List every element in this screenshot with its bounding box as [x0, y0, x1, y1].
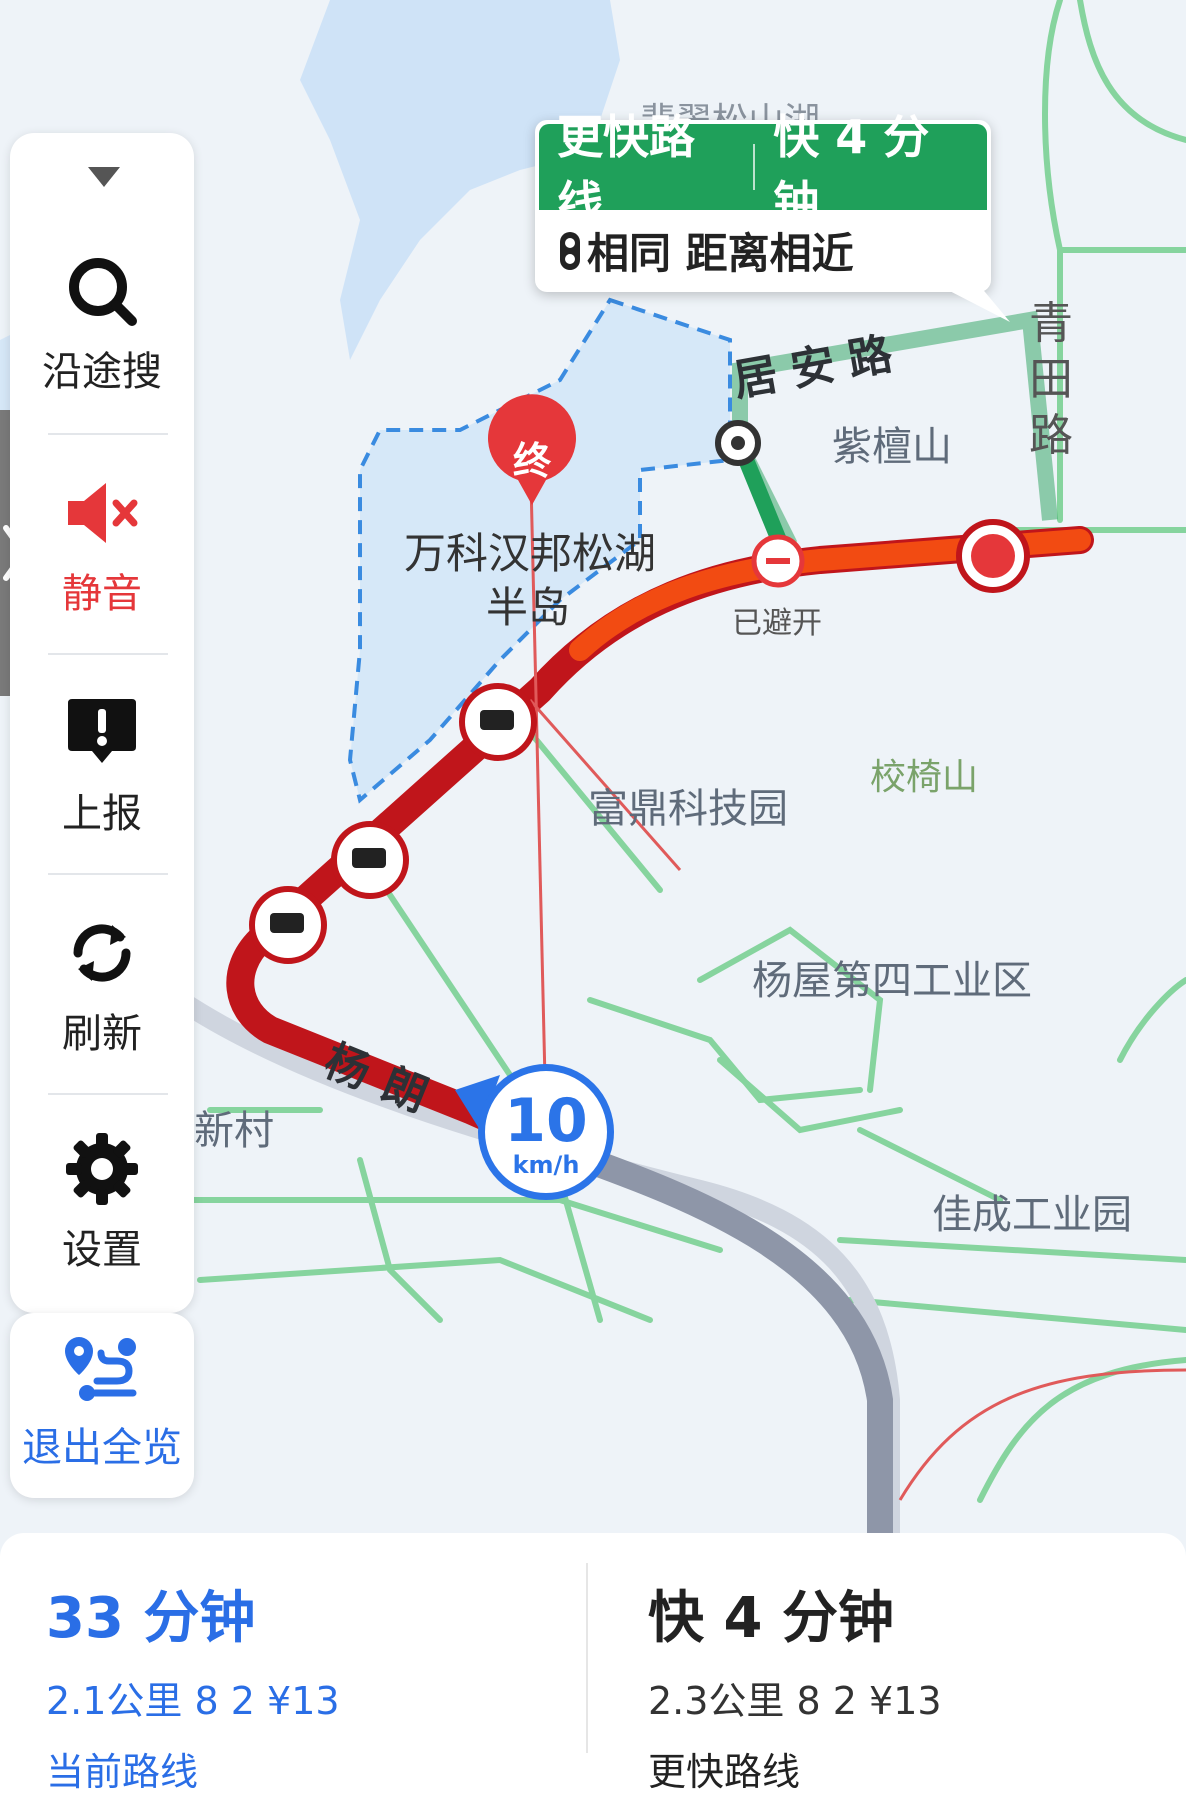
callout-separator	[753, 144, 756, 190]
route-option-faster[interactable]: 快 4 分钟 2.3公里 8 2 ¥13 更快路线	[648, 1573, 942, 1796]
lake-water	[300, 0, 620, 360]
route-tag: 更快路线	[648, 1750, 801, 1794]
toolbar-divider	[48, 873, 168, 875]
toolbar-divider	[48, 433, 168, 435]
route-tag: 当前路线	[46, 1750, 199, 1794]
refresh-icon	[73, 924, 131, 982]
traffic-light-icon	[560, 231, 580, 270]
toolbar-divider	[48, 1093, 168, 1095]
destination-pin	[488, 394, 577, 505]
route-meta: 2.1公里 8 2 ¥13	[46, 1679, 340, 1723]
map-label-xincun: 新村	[194, 1108, 274, 1154]
report-label: 上报	[62, 791, 142, 837]
search-along-route-button[interactable]: 沿途搜	[10, 251, 194, 469]
collapse-triangle-icon[interactable]	[88, 167, 120, 189]
destination-area	[347, 297, 732, 804]
map-label-avoided: 已避开	[732, 606, 822, 641]
map-label-jiacheng: 佳成工业园	[932, 1192, 1132, 1238]
toolbar-divider	[48, 653, 168, 655]
settings-label: 设置	[62, 1227, 142, 1273]
search-along-route-label: 沿途搜	[42, 349, 162, 395]
heading-arrow	[455, 1075, 500, 1130]
map-label-road-qingtian-text: 青田路	[1029, 298, 1073, 461]
speed-unit: km/h	[512, 1151, 580, 1179]
speed-indicator: 10 km/h	[478, 1064, 614, 1200]
side-toolbar: 沿途搜 静音 上报 刷新	[10, 133, 194, 1313]
route-passed	[555, 1137, 893, 1533]
callout-saving: 快 4 分钟	[773, 110, 930, 230]
gear-icon	[66, 1133, 138, 1205]
callout-pointer	[940, 286, 1010, 322]
map-label-destination-1: 万科汉邦松湖	[404, 529, 657, 578]
map-label-yangwu: 杨屋第四工业区	[752, 958, 1032, 1004]
destination-marker-text: 终	[512, 439, 551, 483]
panel-divider	[586, 1563, 588, 1753]
callout-title: 更快路线	[557, 110, 695, 230]
callout-detail-row: 相同 距离相近	[535, 210, 991, 291]
speaker-muted-icon	[68, 483, 138, 543]
faster-route-callout[interactable]: 更快路线 快 4 分钟 相同 距离相近	[535, 110, 991, 292]
report-button[interactable]: 上报	[10, 693, 194, 911]
map-label-road-qingtian: 青田路	[1026, 296, 1076, 464]
settings-button[interactable]: 设置	[10, 1129, 194, 1347]
search-icon	[69, 258, 137, 326]
route-options-panel: 33 分钟 2.1公里 8 2 ¥13 当前路线 快 4 分钟 2.3公里 8 …	[0, 1533, 1186, 1817]
speed-value: 10	[504, 1086, 588, 1156]
route-overview-icon	[65, 1337, 137, 1401]
callout-header: 更快路线 快 4 分钟	[539, 110, 987, 230]
route-meta: 2.3公里 8 2 ¥13	[648, 1679, 942, 1723]
camera-markers	[249, 683, 537, 964]
route-option-current[interactable]: 33 分钟 2.1公里 8 2 ¥13 当前路线	[46, 1573, 340, 1796]
report-alert-icon	[68, 699, 136, 763]
mute-label: 静音	[62, 571, 142, 617]
callout-detail: 相同 距离相近	[587, 229, 854, 278]
refresh-label: 刷新	[62, 1011, 142, 1057]
route-time: 33 分钟	[46, 1586, 256, 1651]
refresh-button[interactable]: 刷新	[10, 913, 194, 1131]
exit-overview-button[interactable]: 退出全览	[10, 1313, 194, 1498]
mute-button[interactable]: 静音	[10, 473, 194, 691]
map-label-xiaoyishan: 校椅山	[870, 757, 979, 798]
exit-overview-label: 退出全览	[22, 1425, 182, 1471]
map-label-fuding: 富鼎科技园	[588, 786, 788, 832]
route-time: 快 4 分钟	[648, 1586, 894, 1651]
map-label-zitanshan: 紫檀山	[832, 424, 952, 470]
map-label-destination-2: 半岛	[486, 583, 571, 632]
